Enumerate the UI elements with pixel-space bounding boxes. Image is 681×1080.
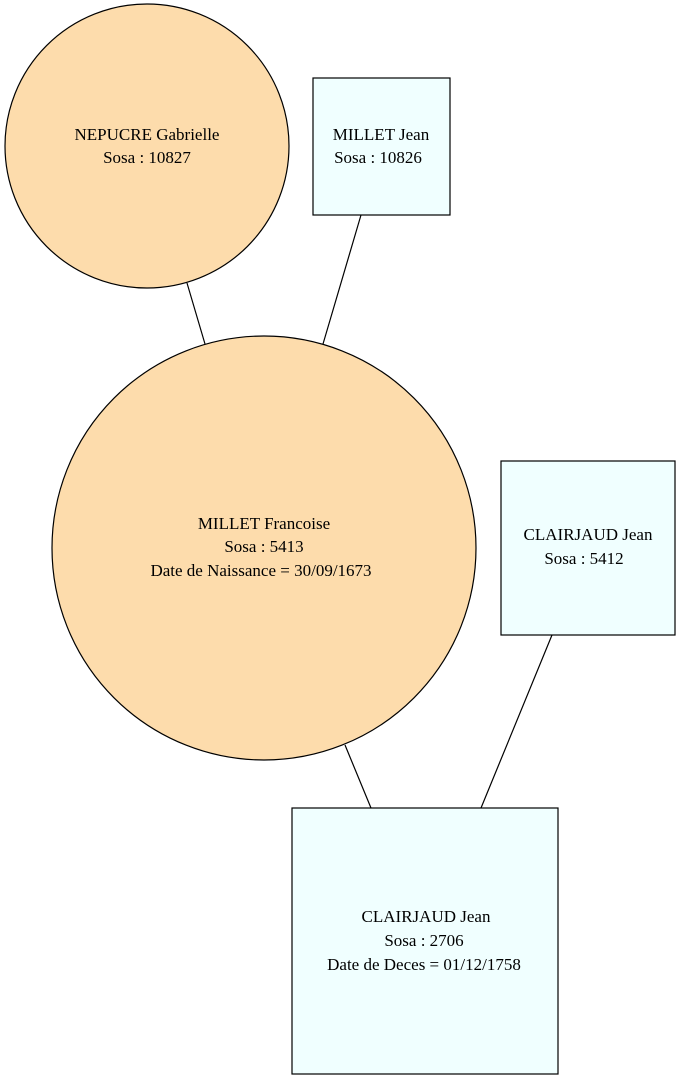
node-millet-jean[interactable]: MILLET Jean Sosa : 10826 <box>312 77 451 216</box>
node-shape-box <box>500 460 676 636</box>
node-sosa: Sosa : 2706 <box>384 931 463 950</box>
node-name: MILLET Francoise <box>198 514 330 533</box>
node-event-death: Date de Deces = 01/12/1758 <box>327 955 521 974</box>
edge-clairjaud-5412-to-clairjaud-2706 <box>480 634 553 809</box>
node-sosa: Sosa : 5412 <box>544 549 623 568</box>
edge-millet-jean-to-francoise <box>322 214 362 345</box>
node-shape-circle <box>4 3 290 289</box>
edge-nepucre-to-francoise <box>186 282 206 345</box>
node-clairjaud-jean-5412[interactable]: CLAIRJAUD Jean Sosa : 5412 <box>500 460 676 636</box>
node-clairjaud-jean-2706[interactable]: CLAIRJAUD Jean Sosa : 2706 Date de Deces… <box>291 807 559 1075</box>
node-name: NEPUCRE Gabrielle <box>75 125 220 144</box>
node-name: CLAIRJAUD Jean <box>524 525 653 544</box>
node-sosa: Sosa : 10827 <box>103 148 191 167</box>
node-shape-box <box>312 77 451 216</box>
node-nepucre-gabrielle[interactable]: NEPUCRE Gabrielle Sosa : 10827 <box>4 3 290 289</box>
node-sosa: Sosa : 5413 <box>224 537 303 556</box>
node-shape-box <box>291 807 559 1075</box>
node-name: CLAIRJAUD Jean <box>362 907 491 926</box>
node-shape-circle <box>51 335 477 761</box>
node-millet-francoise[interactable]: MILLET Francoise Sosa : 5413 Date de Nai… <box>51 335 477 761</box>
node-name: MILLET Jean <box>333 125 430 144</box>
edge-francoise-to-clairjaud-2706 <box>344 744 372 809</box>
node-sosa: Sosa : 10826 <box>334 148 422 167</box>
node-event-birth: Date de Naissance = 30/09/1673 <box>150 561 371 580</box>
